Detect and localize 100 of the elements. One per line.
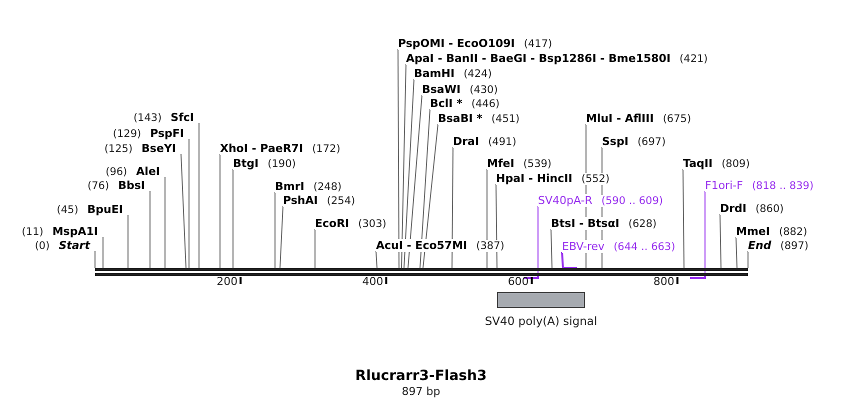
position-number: (446) <box>471 98 500 110</box>
enzyme-name: MmeI <box>736 225 770 238</box>
enzyme-name: SfcI <box>170 111 194 124</box>
position-number: (76) <box>88 180 110 192</box>
scale-label: 600 <box>508 275 529 288</box>
position-number: (125) <box>104 143 133 155</box>
leader-line <box>486 168 488 268</box>
scale-label: 200 <box>216 275 238 288</box>
position-number: (172) <box>312 143 340 155</box>
enzyme-name: HpaI - HincII <box>496 172 572 185</box>
position-number: (254) <box>326 195 356 207</box>
leader-line <box>736 236 738 268</box>
enzyme-name: MspA1I <box>52 225 98 238</box>
leader-line <box>561 252 577 269</box>
leader-line <box>408 94 422 268</box>
enzyme-name: ApaI - BanII - BaeGI - Bsp1286I - Bme1580I <box>406 52 671 65</box>
position-number: (491) <box>488 136 516 148</box>
leader-line <box>420 108 430 268</box>
position-number: (417) <box>524 38 552 50</box>
position-number: (248) <box>313 181 342 193</box>
primer-name: F1ori-F <box>705 179 743 192</box>
position-number: (539) <box>523 158 552 170</box>
position-number: (451) <box>491 113 520 125</box>
enzyme-name: BsaBI * <box>438 112 482 125</box>
primer-name: EBV-rev <box>562 240 605 253</box>
primer-range: (818 .. 839) <box>752 180 814 192</box>
enzyme-name: SspI <box>602 135 628 148</box>
position-number: (11) <box>22 226 44 238</box>
enzyme-name: EcoRI <box>315 217 350 230</box>
enzyme-name: DrdI <box>720 202 747 215</box>
enzyme-name: PspOMI - EcoO109I <box>398 37 515 50</box>
position-number: (897) <box>780 240 808 252</box>
enzyme-name: DraI <box>453 135 480 148</box>
enzyme-name: BseYI <box>142 142 176 155</box>
position-number: (96) <box>106 166 128 178</box>
leader-line <box>496 184 498 268</box>
enzyme-name: TaqII <box>683 157 713 170</box>
enzyme-name: BtgI <box>233 157 259 170</box>
enzyme-name: AcuI - Eco57MI <box>376 239 468 252</box>
scale-label: 400 <box>362 275 384 288</box>
enzyme-name: PshAI <box>283 194 318 207</box>
leader-line <box>422 124 438 268</box>
leader-line <box>398 48 400 268</box>
leader-line <box>164 176 166 268</box>
leader-line <box>198 122 200 268</box>
leader-line <box>232 168 234 268</box>
leader-line <box>280 206 284 268</box>
position-number: (129) <box>112 128 142 140</box>
leader-line <box>376 250 378 268</box>
position-number: (421) <box>680 53 708 65</box>
enzyme-name: BclI * <box>430 97 462 110</box>
leader-line <box>314 228 316 268</box>
primer-range: (590 .. 609) <box>601 195 664 207</box>
position-number: (809) <box>722 158 750 170</box>
leader-line <box>550 228 552 268</box>
position-number: (0) <box>34 240 50 252</box>
leader-line <box>180 154 186 268</box>
position-number: (387) <box>476 240 504 252</box>
position-number: (143) <box>133 112 162 124</box>
position-number: (860) <box>756 203 784 215</box>
leader-line <box>102 236 104 268</box>
leader-line <box>94 250 96 268</box>
scale-label: 800 <box>653 275 674 288</box>
position-number: (190) <box>268 158 296 170</box>
leader-line <box>401 64 406 268</box>
map-title: Rlucrarr3-Flash3 <box>355 368 487 384</box>
sequence-length: 897 bp <box>402 385 440 398</box>
primer-name: SV40pA-R <box>538 194 592 207</box>
enzyme-name: BpuEI <box>87 203 123 216</box>
sequence-backbone <box>95 268 748 276</box>
enzyme-name: MluI - AflIII <box>586 112 654 125</box>
enzyme-name: BbsI <box>118 179 145 192</box>
primer-range: (644 .. 663) <box>614 241 676 253</box>
leader-line <box>682 168 684 268</box>
sequence-end-label: Start <box>58 239 90 252</box>
enzyme-name: XhoI - PaeR7I <box>220 142 304 155</box>
enzyme-name: BsaWI <box>422 83 461 96</box>
position-number: (697) <box>637 136 666 148</box>
enzyme-name: BmrI <box>275 180 304 193</box>
position-number: (675) <box>662 113 692 125</box>
position-number: (424) <box>464 68 492 80</box>
leader-line <box>274 192 276 268</box>
leader-line <box>452 146 454 268</box>
feature-label: SV40 poly(A) signal <box>484 314 598 328</box>
enzyme-name: PspFI <box>150 127 184 140</box>
position-number: (628) <box>628 218 657 230</box>
leader-line <box>188 138 190 268</box>
enzyme-name: MfeI <box>487 157 514 170</box>
position-number: (303) <box>358 218 386 230</box>
enzyme-name: BamHI <box>414 67 455 80</box>
position-number: (45) <box>56 204 78 216</box>
feature-box <box>497 292 585 308</box>
enzyme-name: BtsI - BtsαI <box>551 217 620 230</box>
enzyme-name: AleI <box>136 165 160 178</box>
position-number: (430) <box>470 84 498 96</box>
position-number: (882) <box>778 226 808 238</box>
leader-line <box>720 214 722 268</box>
position-number: (552) <box>581 173 610 185</box>
sequence-end-label: End <box>748 239 772 252</box>
leader-line <box>404 78 414 268</box>
